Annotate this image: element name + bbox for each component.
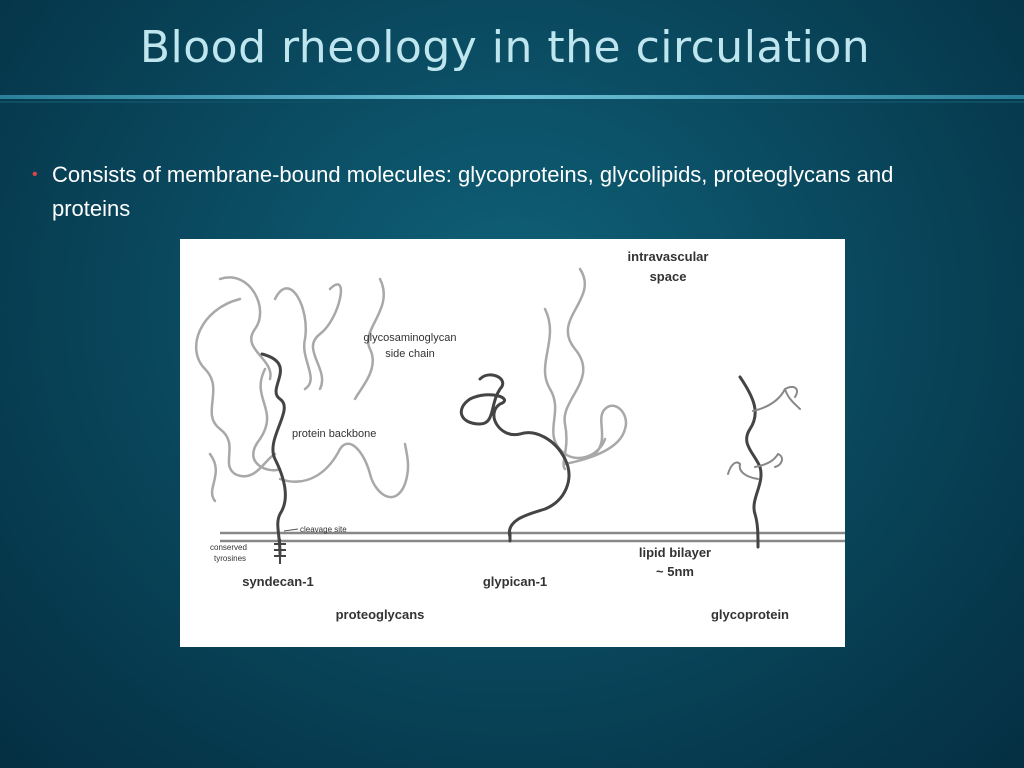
lipid-bilayer [220, 531, 845, 543]
label-glycoprotein: glycoprotein [711, 607, 789, 622]
label-5nm: ~ 5nm [656, 564, 694, 579]
bullet-item: • Consists of membrane-bound molecules: … [32, 158, 952, 226]
label-side-chain: side chain [385, 348, 435, 360]
label-lipid-bilayer: lipid bilayer [639, 545, 711, 560]
label-syndecan: syndecan-1 [242, 574, 314, 589]
slide-title: Blood rheology in the circulation [139, 22, 871, 73]
title-divider-shadow [0, 101, 1024, 103]
label-tyrosines: tyrosines [214, 554, 246, 563]
label-gag: glycosaminoglycan [364, 332, 457, 344]
bullet-dot-icon: • [32, 166, 38, 183]
glycoprotein-sugar-branches [727, 386, 801, 480]
title-divider [0, 95, 1024, 99]
glypican-backbone [459, 373, 571, 543]
label-proteoglycans: proteoglycans [336, 607, 425, 622]
syndecan-backbone [260, 352, 287, 556]
label-conserved: conserved [210, 543, 247, 552]
label-protein-backbone: protein backbone [292, 428, 376, 440]
glycoprotein-chain [738, 375, 763, 549]
label-glypican: glypican-1 [483, 574, 547, 589]
label-space: space [650, 269, 687, 284]
diagram-svg: intravascular space glycosaminoglycan si… [194, 249, 845, 622]
glycocalyx-diagram: intravascular space glycosaminoglycan si… [180, 239, 845, 647]
glypican-gag-chains [543, 267, 628, 471]
bullet-text: Consists of membrane-bound molecules: gl… [52, 162, 894, 221]
label-intravascular: intravascular [628, 249, 709, 264]
label-cleavage-site: cleavage site [300, 525, 347, 534]
cleavage-pointer [283, 528, 299, 532]
syndecan-gag-chains [194, 276, 410, 503]
conserved-tyrosines-marks [274, 539, 286, 564]
